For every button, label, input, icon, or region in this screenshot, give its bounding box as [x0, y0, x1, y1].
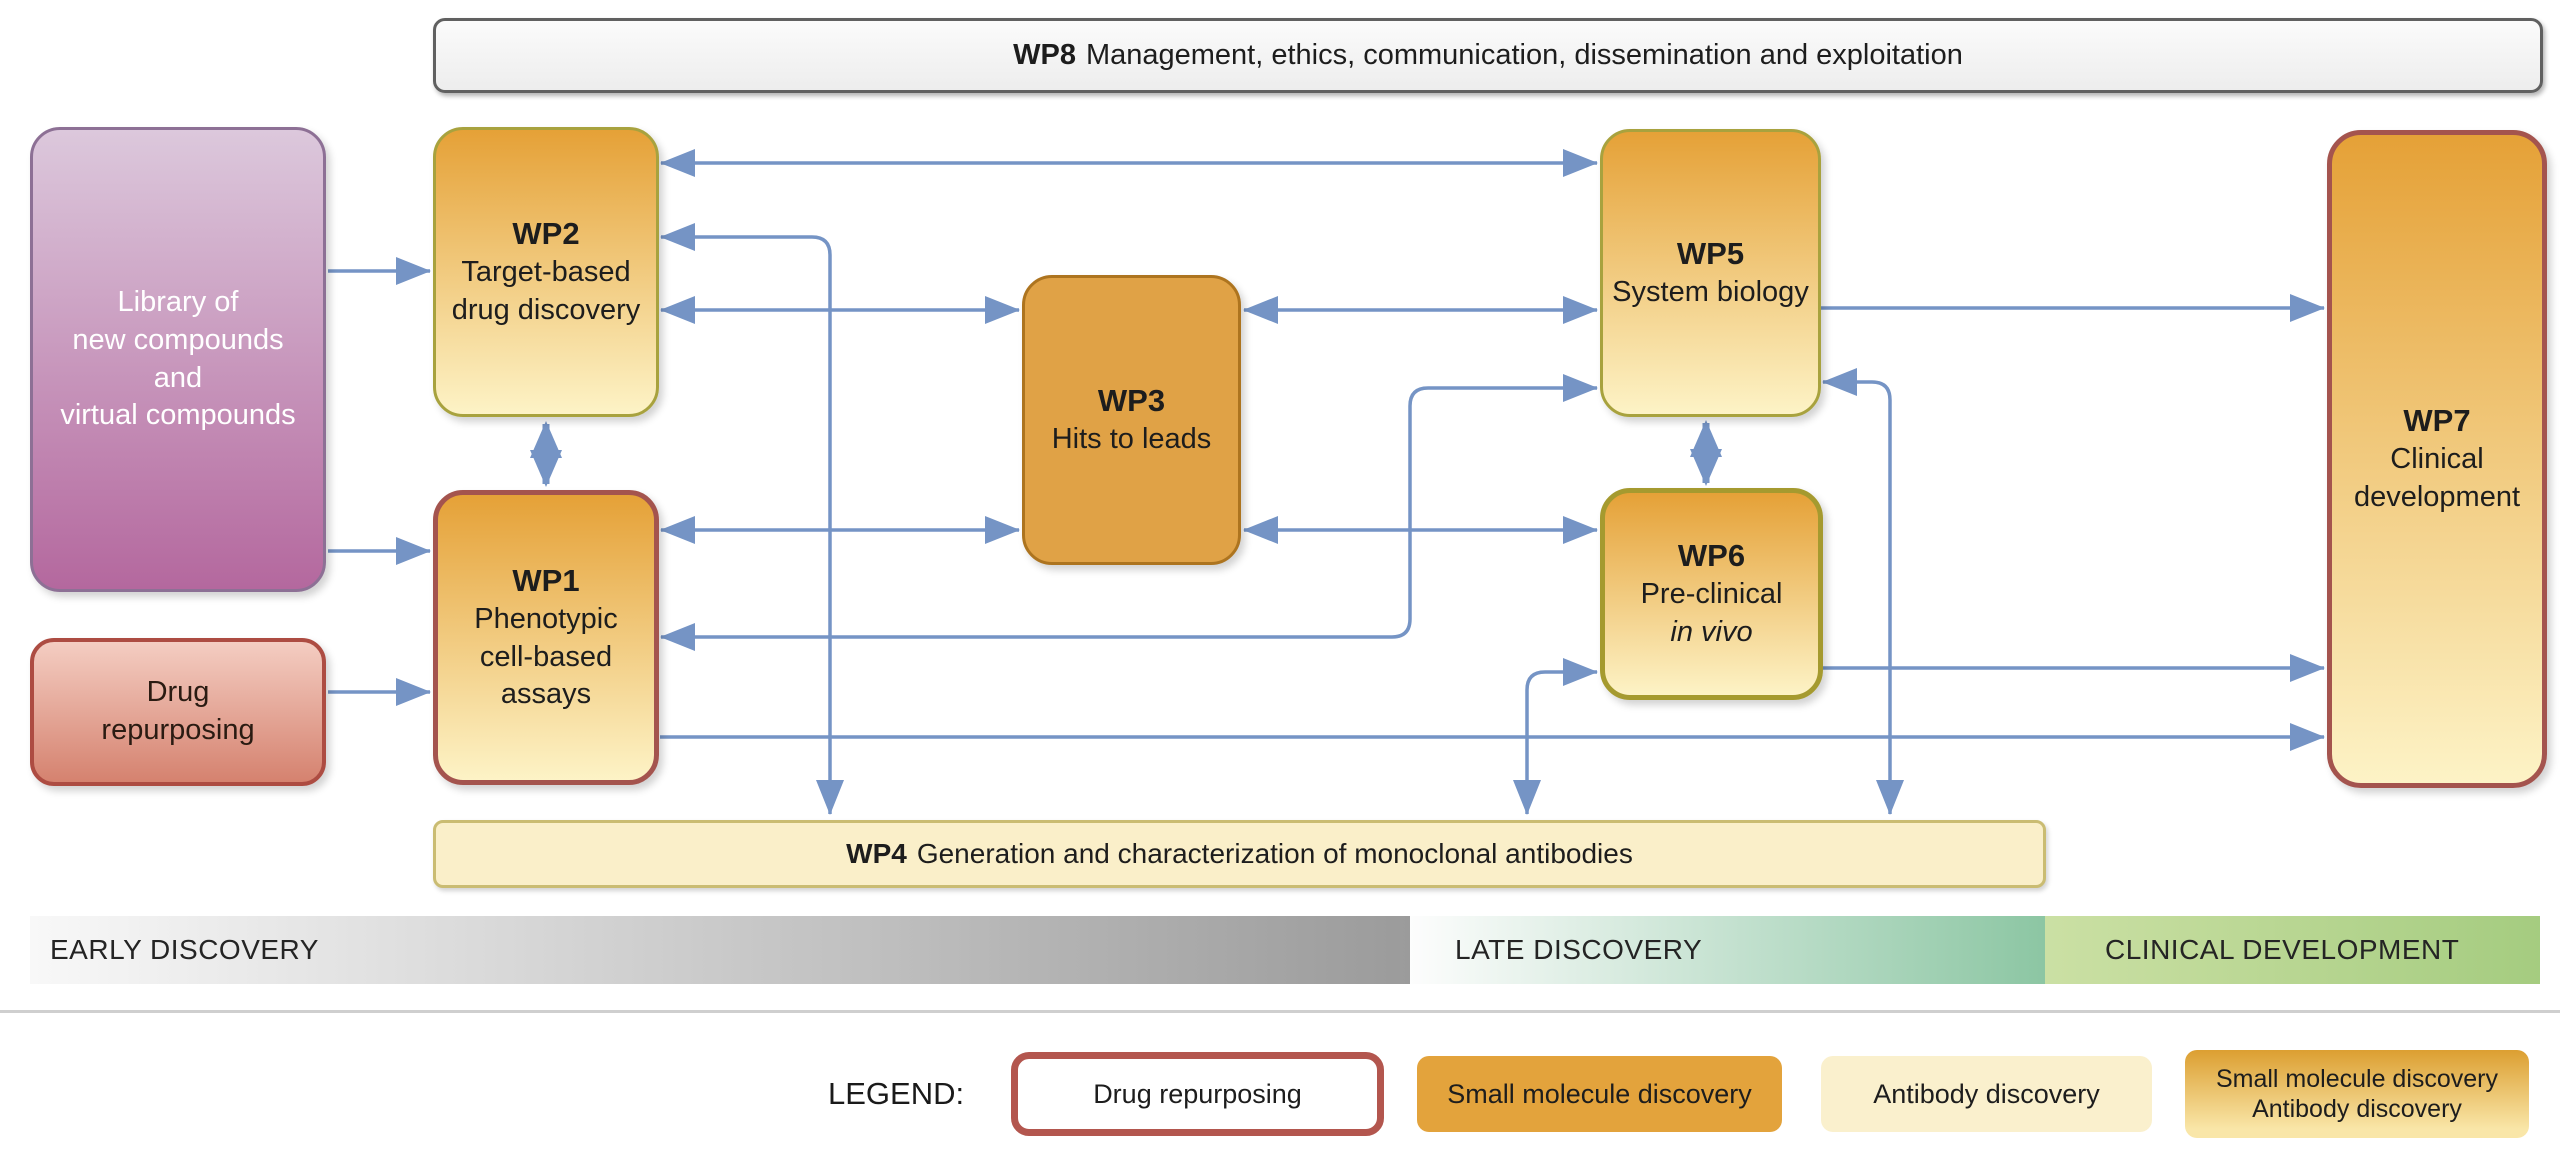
- wp3-line: Hits to leads: [1051, 423, 1212, 456]
- wp3-id: WP3: [1097, 383, 1166, 418]
- legend-item-small-molecule-and-antibody: Small molecule discovery Antibody discov…: [2185, 1050, 2529, 1138]
- library-line: new compounds: [72, 323, 284, 356]
- wp6-id: WP6: [1677, 538, 1746, 574]
- legend-item-label: Drug repurposing: [1093, 1078, 1302, 1109]
- phase-early-discovery: EARLY DISCOVERY: [30, 916, 1410, 984]
- edge-wp2-wp4: [660, 223, 844, 815]
- wp4-label: Generation and characterization of monoc…: [916, 838, 1633, 869]
- wp1-line: assays: [500, 678, 592, 711]
- wp4-antibodies-bar: WP4 Generation and characterization of m…: [433, 820, 2046, 888]
- wp1-line: cell-based: [479, 640, 613, 673]
- wp8-management-bar: WP8 Management, ethics, communication, d…: [433, 18, 2543, 93]
- wp5-line: System biology: [1612, 276, 1809, 309]
- wp7-id: WP7: [2403, 403, 2471, 439]
- wp1-id: WP1: [512, 562, 580, 598]
- drug-repurposing-box: Drug repurposing: [30, 638, 326, 786]
- wp5-id: WP5: [1676, 236, 1745, 271]
- wp6-line-in-vivo: in vivo: [1670, 616, 1753, 649]
- wp8-label: Management, ethics, communication, disse…: [1085, 39, 1963, 71]
- drug-line: repurposing: [101, 714, 255, 746]
- wp6-preclinical-box: WP6 Pre-clinical in vivo: [1600, 488, 1823, 700]
- legend-item-label: Small molecule discovery: [1447, 1078, 1752, 1109]
- legend-label: LEGEND:: [828, 1076, 965, 1111]
- legend-item-small-molecule: Small molecule discovery: [1417, 1056, 1782, 1132]
- edge-wp5-wp4: [1822, 368, 1904, 815]
- legend-item-label: Antibody discovery: [2252, 1095, 2462, 1123]
- wp8-id: WP8: [1013, 39, 1076, 71]
- edge-wp6-wp4: [1513, 658, 1598, 815]
- phase-late-discovery: LATE DISCOVERY: [1410, 916, 2045, 984]
- phase-timeline-bar: EARLY DISCOVERY LATE DISCOVERY CLINICAL …: [30, 916, 2540, 984]
- wp2-id: WP2: [512, 216, 580, 252]
- wp3-hits-to-leads-box: WP3 Hits to leads: [1022, 275, 1241, 565]
- wp7-line: Clinical: [2390, 443, 2484, 476]
- library-line: virtual compounds: [60, 399, 296, 432]
- wp2-line: drug discovery: [451, 294, 641, 327]
- wp2-target-based-box: WP2 Target-based drug discovery: [433, 127, 659, 417]
- legend-item-label: Small molecule discovery: [2215, 1065, 2499, 1093]
- legend-item-drug-repurposing: Drug repurposing: [1011, 1052, 1384, 1136]
- library-line: and: [153, 361, 203, 394]
- library-compounds-box: Library of new compounds and virtual com…: [30, 127, 326, 592]
- wp2-line: Target-based: [461, 256, 631, 289]
- legend-item-label: Antibody discovery: [1873, 1078, 2100, 1109]
- divider-line: [0, 1010, 2560, 1013]
- phase-clinical-development: CLINICAL DEVELOPMENT: [2045, 916, 2540, 984]
- drug-line: Drug: [146, 676, 210, 709]
- library-line: Library of: [117, 286, 239, 319]
- wp1-phenotypic-box: WP1 Phenotypic cell-based assays: [433, 490, 659, 785]
- phase-clinical-label: CLINICAL DEVELOPMENT: [2105, 934, 2460, 965]
- wp4-id: WP4: [846, 838, 907, 869]
- wp7-clinical-development-box: WP7 Clinical development: [2327, 130, 2547, 788]
- phase-late-label: LATE DISCOVERY: [1455, 934, 1703, 965]
- phase-early-label: EARLY DISCOVERY: [50, 934, 319, 965]
- wp6-line: Pre-clinical: [1640, 578, 1783, 611]
- wp5-system-biology-box: WP5 System biology: [1600, 129, 1821, 417]
- wp7-line: development: [2353, 481, 2521, 514]
- wp1-line: Phenotypic: [474, 603, 618, 636]
- legend-item-antibody: Antibody discovery: [1821, 1056, 2152, 1132]
